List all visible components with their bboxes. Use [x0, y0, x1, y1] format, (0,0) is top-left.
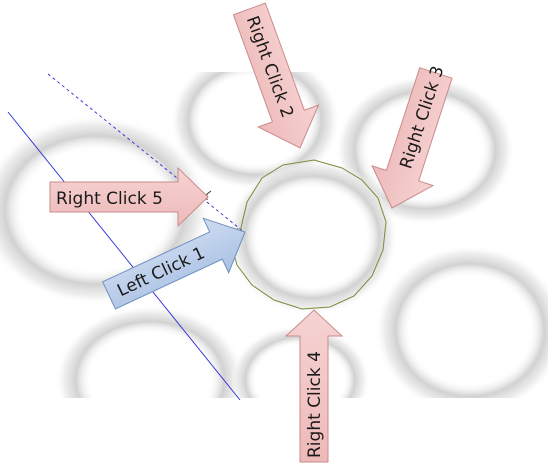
- guide-lines: [7, 73, 245, 401]
- arrow-label-right-click-5: Right Click 5: [56, 189, 163, 209]
- arrow-label-right-click-4: Right Click 4: [305, 351, 325, 458]
- arrow-right-click-5: Right Click 5: [49, 166, 209, 228]
- arrow-right-click-4: Right Click 4: [284, 309, 344, 463]
- guide-line-solid: [7, 111, 241, 401]
